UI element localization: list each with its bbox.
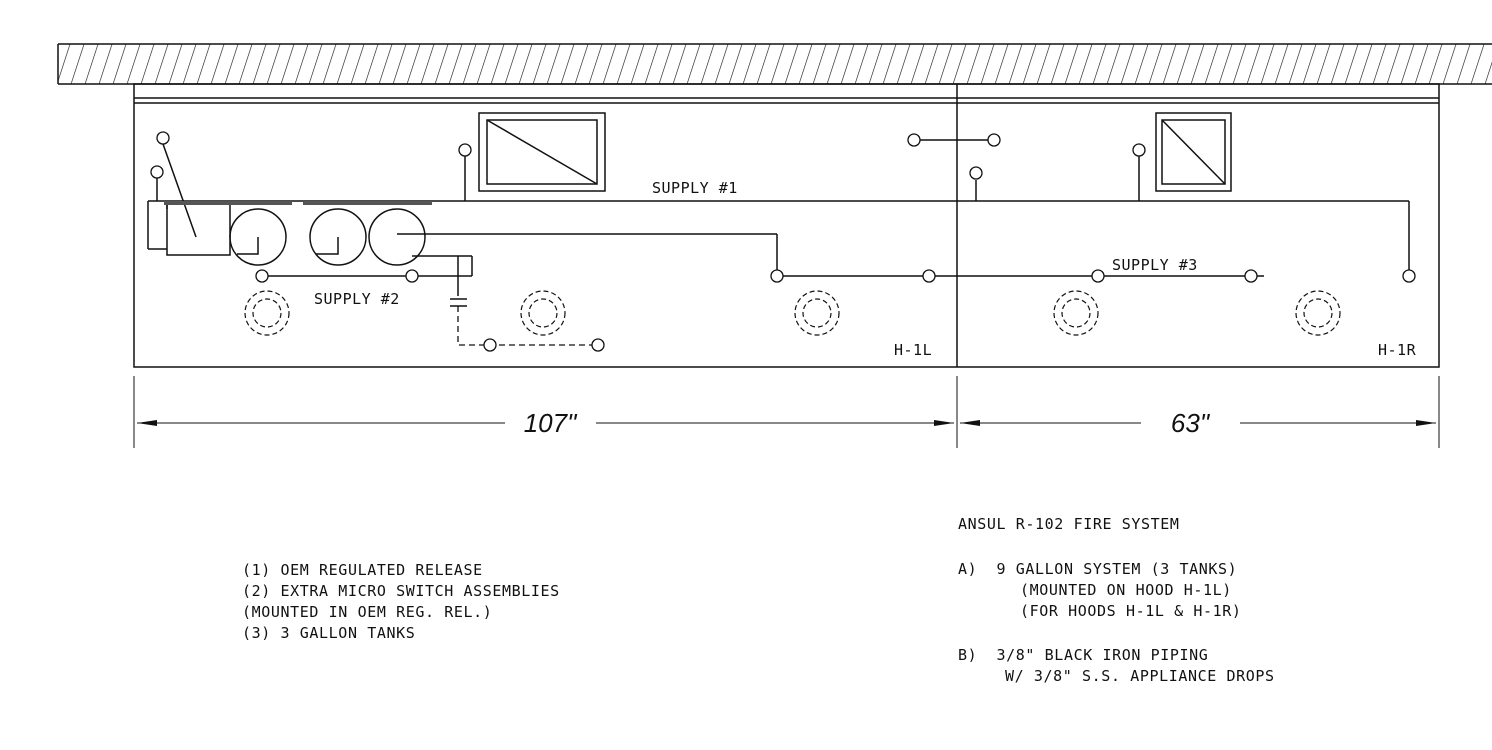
exhaust-fan-h1r	[1155, 112, 1232, 192]
nozzle	[591, 338, 605, 352]
hood-h1l-label: H-1L	[894, 341, 932, 359]
nozzle	[405, 269, 419, 283]
tank-assembly	[164, 201, 432, 266]
nozzle	[1091, 269, 1105, 283]
supply-1-label: SUPPLY #1	[652, 179, 738, 197]
nozzle	[922, 269, 936, 283]
nozzle	[969, 166, 983, 180]
dimension-lines	[133, 376, 1440, 448]
nozzle	[770, 269, 784, 283]
nozzle	[458, 143, 472, 157]
supply-3-label: SUPPLY #3	[1112, 256, 1198, 274]
legend-line: (2) EXTRA MICRO SWITCH ASSEMBLIES	[242, 582, 560, 600]
dimension-h1l: 107"	[524, 408, 578, 438]
nozzle	[483, 338, 497, 352]
supply-2-piping	[262, 233, 1264, 307]
hood-h1r-label: H-1R	[1378, 341, 1417, 359]
nozzles	[150, 131, 1416, 352]
supply-2-label: SUPPLY #2	[314, 290, 400, 308]
nozzle	[1402, 269, 1416, 283]
nozzle	[1132, 143, 1146, 157]
nozzle	[150, 165, 164, 179]
hood-outline	[133, 83, 1440, 368]
legend-line: (3) 3 GALLON TANKS	[242, 624, 415, 642]
system-item-a: A) 9 GALLON SYSTEM (3 TANKS)	[958, 560, 1237, 578]
dimension-h1r: 63"	[1171, 408, 1211, 438]
legend-line: (MOUNTED IN OEM REG. REL.)	[242, 603, 492, 621]
nozzle	[907, 133, 921, 147]
nozzle	[987, 133, 1001, 147]
ceiling-hatch	[57, 43, 1492, 85]
micro-switch-circuit	[457, 306, 598, 346]
legend-line: (1) OEM REGULATED RELEASE	[242, 561, 483, 579]
system-item-a-detail: (MOUNTED ON HOOD H-1L)	[1020, 581, 1232, 599]
appliance-locations	[244, 290, 1341, 336]
nozzle	[1244, 269, 1258, 283]
nozzle	[255, 269, 269, 283]
component-legend: (1) OEM REGULATED RELEASE (2) EXTRA MICR…	[242, 561, 560, 642]
exhaust-fan-h1l	[478, 112, 606, 192]
system-title: ANSUL R-102 FIRE SYSTEM	[958, 515, 1180, 533]
nozzle	[156, 131, 170, 145]
system-notes: ANSUL R-102 FIRE SYSTEM A) 9 GALLON SYST…	[958, 515, 1275, 685]
system-item-a-detail: (FOR HOODS H-1L & H-1R)	[1020, 602, 1242, 620]
system-item-b-detail: W/ 3/8" S.S. APPLIANCE DROPS	[1005, 667, 1275, 685]
system-item-b: B) 3/8" BLACK IRON PIPING	[958, 646, 1208, 664]
